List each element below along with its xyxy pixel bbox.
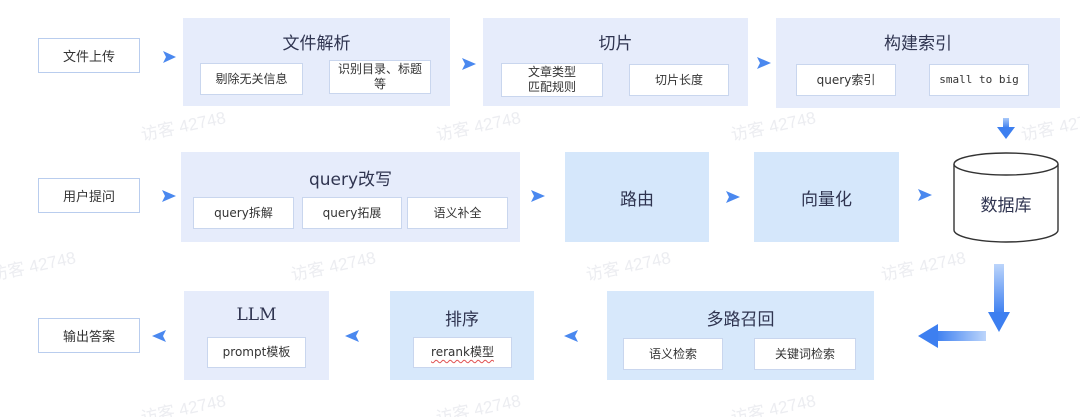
chip-chunk-length: 切片长度 — [629, 64, 729, 96]
panel-title: LLM — [236, 305, 277, 325]
start-node-user-question: 用户提问 — [38, 178, 140, 213]
panel-title: 切片 — [598, 34, 633, 54]
chip-remove-irrelevant: 剔除无关信息 — [200, 63, 303, 95]
panel-chunking: 切片 文章类型匹配规则 切片长度 — [483, 18, 748, 106]
chip-prompt-template: prompt模板 — [207, 337, 306, 368]
chip-rerank-model: rerank模型 — [413, 337, 512, 368]
start-node-file-upload: 文件上传 — [38, 38, 140, 73]
chip-query-expand: query拓展 — [302, 197, 402, 229]
arrow-right-icon — [163, 51, 176, 63]
chip-semantic-search: 语义检索 — [623, 338, 723, 370]
chip-small-to-big: small to big — [929, 64, 1029, 96]
chip-identify-toc: 识别目录、标题等 — [329, 60, 431, 94]
panel-title: 文件解析 — [282, 34, 351, 54]
arrow-left-big-icon — [936, 331, 986, 341]
panel-title: 排序 — [445, 310, 479, 330]
panel-title: 多路召回 — [706, 310, 775, 330]
database-cylinder — [953, 152, 1059, 243]
chip-keyword-search: 关键词检索 — [754, 338, 856, 370]
arrow-left-icon — [564, 330, 578, 342]
arrow-right-icon — [531, 190, 545, 202]
arrow-left-icon — [345, 330, 359, 342]
chip-query-decompose: query拆解 — [193, 197, 294, 229]
start-node-output-answer: 输出答案 — [38, 318, 140, 353]
arrow-right-icon — [757, 57, 771, 69]
panel-build-index: 构建索引 query索引 small to big — [776, 18, 1060, 108]
node-vectorize: 向量化 — [754, 152, 899, 242]
panel-llm: LLM prompt模板 — [184, 291, 329, 380]
panel-title: query改写 — [308, 170, 393, 190]
arrow-right-icon — [918, 189, 932, 201]
database-label: 数据库 — [980, 195, 1032, 216]
arrow-down-big-icon — [994, 264, 1004, 314]
arrow-right-icon — [462, 58, 476, 70]
panel-multi-recall: 多路召回 语义检索 关键词检索 — [607, 291, 874, 380]
panel-ranking: 排序 rerank模型 — [390, 291, 534, 380]
chip-article-type-rules: 文章类型匹配规则 — [501, 63, 603, 97]
arrow-right-icon — [162, 190, 176, 202]
panel-query-rewrite: query改写 query拆解 query拓展 语义补全 — [181, 152, 520, 242]
node-routing: 路由 — [565, 152, 709, 242]
arrow-left-icon — [152, 330, 166, 342]
chip-semantic-complete: 语义补全 — [407, 197, 508, 229]
arrow-right-icon — [726, 191, 740, 203]
panel-file-parsing: 文件解析 剔除无关信息 识别目录、标题等 — [183, 18, 450, 106]
chip-query-index: query索引 — [796, 64, 896, 96]
arrow-down-icon — [1003, 118, 1009, 128]
panel-title: 构建索引 — [884, 34, 952, 54]
